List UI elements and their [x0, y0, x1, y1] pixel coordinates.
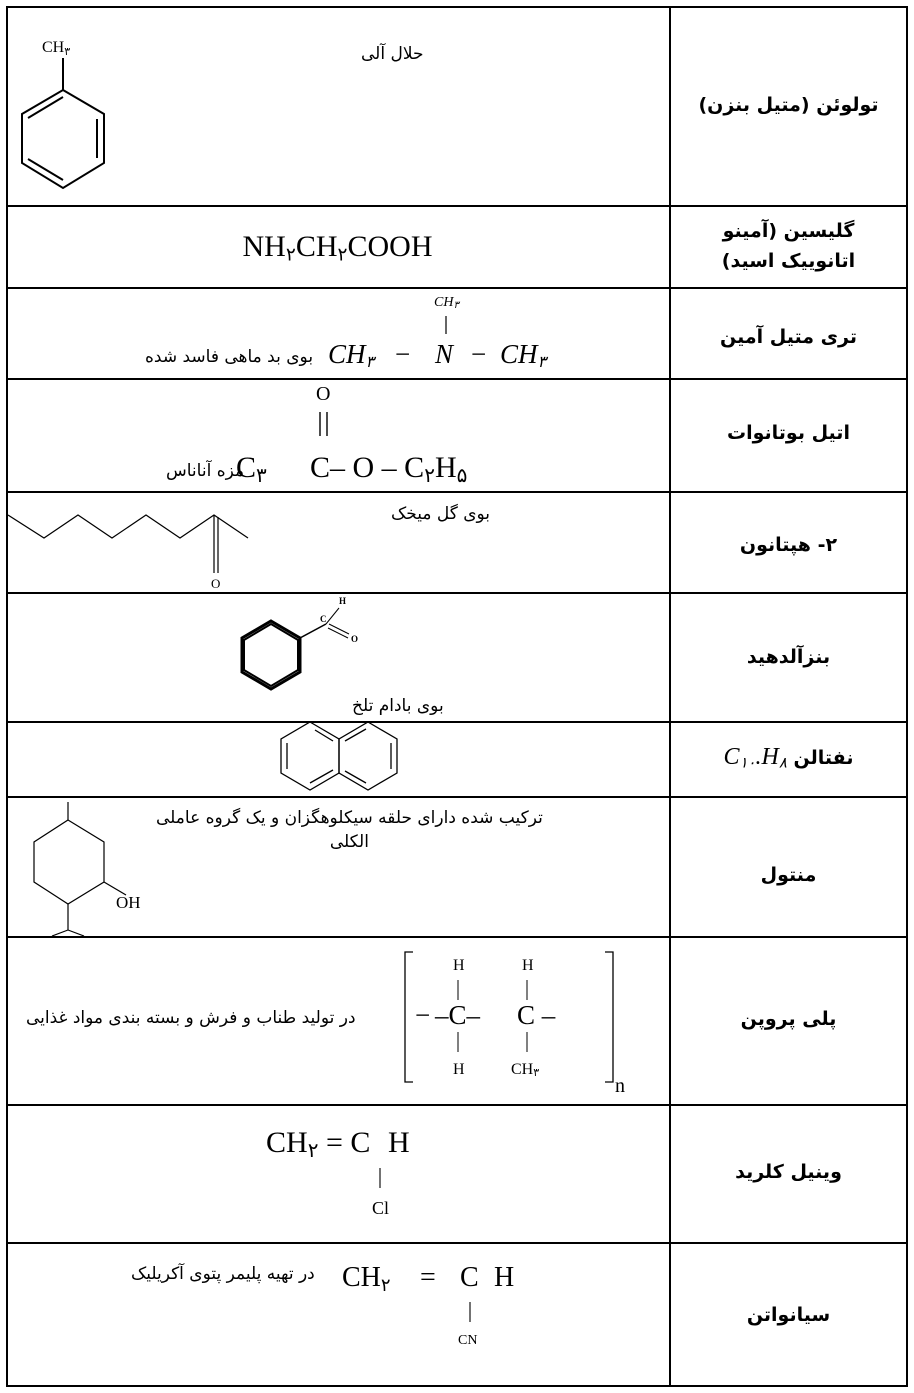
row-divider	[6, 592, 908, 594]
svg-text:C۳: C۳	[236, 451, 267, 487]
description-line: ترکیب شده دارای حلقه سیکلوهگزان و یک گرو…	[156, 808, 543, 828]
svg-text:O: O	[316, 383, 330, 405]
description-polypropene: در تولید طناب و فرش و بسته بندی مواد غذا…	[26, 1008, 356, 1028]
svg-text:CH۳: CH۳	[500, 339, 549, 371]
description-line: الکلی	[329, 832, 369, 852]
table-border-left	[6, 6, 8, 1387]
svg-text:N: N	[434, 339, 455, 369]
2-heptanone-structure: O	[8, 514, 249, 591]
compound-name-line: اتانوییک اسید)	[721, 250, 856, 272]
compounds-table: تولوئن (متیل بنزن) حلال آلی CH۳ گلیسین (…	[6, 6, 908, 1387]
compound-name-2-heptanone: ۲- هپتانون	[739, 534, 838, 556]
naphthalene-structure	[280, 721, 398, 791]
svg-text:Cl: Cl	[372, 1198, 389, 1218]
svg-text:H: H	[453, 957, 465, 974]
svg-text:C: C	[460, 1262, 479, 1293]
svg-text:C: C	[320, 614, 327, 624]
svg-text:=: =	[420, 1262, 436, 1293]
cyanoethene-formula: CH۲ = C H CN	[342, 1262, 514, 1348]
row-divider	[6, 491, 908, 493]
menthol-structure: OH	[33, 802, 141, 936]
description-ethyl-butanoate: مزه آناناس	[166, 461, 245, 481]
naphthalene-formula: C۱۰.H۸	[723, 744, 787, 772]
compound-name-vinyl-chloride: وینیل کلرید	[735, 1161, 842, 1183]
svg-text:H: H	[522, 957, 534, 974]
svg-text:CH۳: CH۳	[511, 1061, 539, 1079]
ethyl-butanoate-formula: O C۳ C – O – C۲H۵	[236, 383, 467, 487]
compound-name-menthol: منتول	[760, 864, 817, 886]
svg-text:CH۲: CH۲	[342, 1262, 391, 1295]
benzaldehyde-structure: H C O	[240, 596, 358, 691]
svg-text:– O – C۲H۵: – O – C۲H۵	[329, 451, 467, 487]
description-2-heptanone: بوی گل میخک	[391, 504, 491, 524]
svg-text:−: −	[471, 339, 486, 369]
svg-text:CN: CN	[458, 1333, 477, 1348]
svg-text:n: n	[615, 1075, 625, 1096]
description-trimethylamine: بوی بد ماهی فاسد شده	[145, 347, 314, 367]
description-menthol: ترکیب شده دارای حلقه سیکلوهگزان و یک گرو…	[156, 806, 543, 854]
vinyl-chloride-formula: CH۲ = C H Cl	[266, 1126, 410, 1218]
svg-text:CH۳: CH۳	[434, 295, 460, 311]
row-divider	[6, 205, 908, 207]
compound-name-naphthalene: نفتالن C۱۰.H۸	[671, 744, 906, 773]
row-divider	[6, 1242, 908, 1244]
table-border-right	[906, 6, 908, 1387]
compound-name-ethyl-butanoate: اتیل بوتانوات	[727, 422, 850, 444]
column-divider	[669, 6, 671, 1387]
row-divider	[6, 6, 908, 8]
svg-text:H: H	[453, 1061, 465, 1078]
row-divider	[6, 796, 908, 798]
svg-text:H: H	[339, 596, 346, 606]
row-divider	[6, 721, 908, 723]
row-divider	[6, 287, 908, 289]
row-divider	[6, 936, 908, 938]
svg-text:H: H	[494, 1262, 514, 1293]
row-divider	[6, 378, 908, 380]
trimethylamine-formula: CH۳ CH۳ − N − CH۳	[328, 295, 549, 371]
polypropene-formula: H H − –C– C – H CH۳ n	[404, 951, 625, 1096]
svg-text:−: −	[415, 1000, 430, 1030]
svg-text:C: C	[310, 451, 330, 484]
svg-text:–C–: –C–	[434, 1000, 481, 1030]
svg-text:CH۳: CH۳	[328, 339, 377, 371]
description-toluene: حلال آلی	[361, 44, 424, 64]
row-divider	[6, 1385, 908, 1387]
svg-text:O: O	[211, 576, 220, 591]
compound-name-line: گلیسین (آمینو	[722, 220, 855, 242]
compound-name-cyanoethene: سیانواتن	[746, 1304, 831, 1326]
compound-name-glycine: گلیسین (آمینو اتانوییک اسید)	[671, 216, 906, 276]
row-divider	[6, 1104, 908, 1106]
svg-text:C –: C –	[517, 1000, 556, 1030]
toluene-structure: CH۳	[21, 39, 105, 190]
compound-name-benzaldehyde: بنزآلدهید	[746, 646, 831, 668]
svg-text:−: −	[395, 339, 410, 369]
svg-text:CH۲ = C: CH۲ = C	[266, 1126, 370, 1162]
svg-text:O: O	[351, 634, 358, 644]
svg-text:H: H	[388, 1126, 410, 1159]
glycine-formula: NH۲CH۲COOH	[242, 230, 433, 266]
compound-name-trimethylamine: تری متیل آمین	[720, 326, 857, 348]
compound-name-toluene: تولوئن (متیل بنزن)	[698, 94, 879, 116]
compound-name-label: نفتالن	[793, 747, 854, 769]
svg-text:CH۳: CH۳	[42, 39, 70, 58]
description-cyanoethene: در تهیه پلیمر پتوی آکریلیک	[131, 1264, 315, 1284]
description-benzaldehyde: بوی بادام تلخ	[352, 696, 444, 716]
compound-name-polypropene: پلی پروپن	[740, 1008, 837, 1030]
svg-text:OH: OH	[116, 893, 141, 912]
